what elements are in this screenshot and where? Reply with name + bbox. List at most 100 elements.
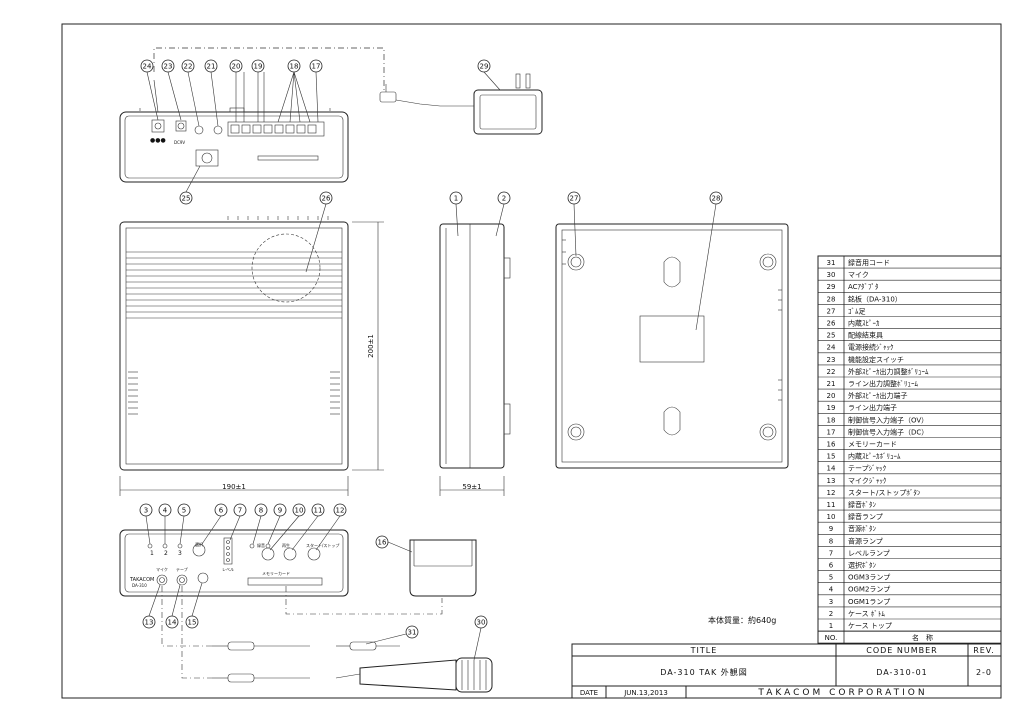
parts-row-no: 18 — [827, 416, 836, 424]
parts-row-no: 16 — [827, 441, 836, 449]
tape-jack-label: テープ — [176, 566, 188, 572]
mic-jack-label: マイク — [156, 566, 168, 572]
rear-view: ●●● DC9V — [119, 107, 349, 183]
svg-text:9: 9 — [278, 507, 282, 515]
parts-row-name: 外部ｽﾋﾟｰｶ出力調整ﾎﾞﾘｭｰﾑ — [848, 367, 929, 376]
parts-row-no: 30 — [827, 271, 836, 279]
code-label: CODE NUMBER — [866, 646, 937, 655]
parts-row-no: 11 — [827, 501, 836, 509]
svg-text:21: 21 — [207, 63, 216, 71]
parts-row-name: ライン出力端子 — [848, 403, 897, 412]
led1-label: 1 — [150, 550, 154, 557]
dim-depth: 59±1 — [462, 483, 481, 491]
parts-row-no: 23 — [827, 356, 836, 364]
svg-text:26: 26 — [322, 195, 331, 203]
svg-text:14: 14 — [168, 619, 177, 627]
parts-row-no: 19 — [827, 404, 836, 412]
svg-text:8: 8 — [259, 507, 263, 515]
parts-row-name: スタート/ストップﾎﾞﾀﾝ — [848, 488, 921, 497]
weight-note: 本体質量：約640g — [708, 615, 776, 625]
svg-text:30: 30 — [477, 619, 486, 627]
ac-adapter — [379, 73, 543, 135]
svg-text:28: 28 — [712, 195, 721, 203]
rec-label: 録音 — [257, 542, 265, 548]
parts-row-name: OGM2ランプ — [848, 586, 890, 594]
parts-row-name: 録音ランプ — [848, 512, 883, 521]
svg-text:11: 11 — [314, 507, 323, 515]
parts-row-no: 3 — [829, 598, 833, 606]
bottom-view — [555, 223, 789, 469]
parts-row-name: 録音用コード — [848, 258, 890, 267]
parts-row-name: レベルランプ — [848, 549, 890, 557]
parts-row-name: 機能設定スイッチ — [848, 355, 904, 364]
callouts: 24 23 22 21 20 19 18 17 29 25 26 1 2 27 … — [139, 59, 723, 661]
parts-row-no: 10 — [827, 513, 836, 521]
recording-cable — [161, 586, 400, 683]
brand-label: TAKACOM — [129, 577, 154, 583]
memory-card — [285, 539, 477, 615]
svg-text:2: 2 — [502, 195, 506, 203]
parts-row-no: 27 — [827, 307, 836, 315]
led3-label: 3 — [178, 550, 182, 557]
parts-row-name: 録音ﾎﾞﾀﾝ — [848, 500, 876, 509]
memory-card-label: メモリーカード — [262, 571, 290, 576]
svg-text:15: 15 — [188, 619, 197, 627]
parts-row-no: 5 — [829, 574, 833, 582]
parts-row-no: 26 — [827, 320, 836, 328]
led2-label: 2 — [164, 550, 168, 557]
parts-row-no: 14 — [827, 465, 836, 473]
rev-label: REV. — [973, 646, 995, 655]
model-label: DA-310 — [132, 583, 147, 588]
parts-header-no: NO. — [825, 634, 838, 642]
svg-text:20: 20 — [232, 63, 241, 71]
select-label: 選択 — [195, 541, 203, 547]
side-view — [439, 223, 511, 496]
parts-row-name: ケース トップ — [848, 622, 892, 630]
svg-text:6: 6 — [219, 507, 224, 515]
parts-row-name: 音源ランプ — [848, 536, 883, 545]
parts-row-name: 内蔵ｽﾋﾟｰｶﾎﾞﾘｭｰﾑ — [848, 452, 901, 461]
parts-header-name: 名 称 — [912, 633, 933, 642]
svg-text:13: 13 — [145, 619, 154, 627]
parts-row-name: 内蔵ｽﾋﾟｰｶ — [848, 319, 880, 328]
svg-text:31: 31 — [408, 629, 417, 637]
parts-row-name: テープｼﾞｬｯｸ — [848, 465, 887, 473]
parts-row-name: 音源ﾎﾞﾀﾝ — [848, 524, 876, 533]
svg-text:18: 18 — [290, 63, 299, 71]
svg-text:19: 19 — [254, 63, 263, 71]
top-view — [119, 216, 384, 496]
rev-value: 2-0 — [976, 668, 992, 677]
svg-text:3: 3 — [144, 507, 148, 515]
parts-row-name: マイクｼﾞｬｯｸ — [848, 477, 887, 485]
parts-row-name: 外部ｽﾋﾟｰｶ出力端子 — [848, 391, 908, 400]
parts-row-no: 24 — [827, 344, 836, 352]
parts-row-no: 4 — [829, 586, 834, 594]
parts-row-no: 15 — [827, 453, 836, 461]
svg-text:27: 27 — [570, 195, 579, 203]
parts-row-name: ACｱﾀﾞﾌﾟﾀ — [848, 283, 879, 291]
play-label: 再生 — [282, 542, 290, 548]
svg-text:16: 16 — [378, 539, 387, 547]
parts-row-no: 22 — [827, 368, 836, 376]
svg-text:29: 29 — [480, 63, 489, 71]
svg-text:17: 17 — [312, 63, 321, 71]
dim-height: 200±1 — [367, 334, 375, 358]
parts-row-no: 7 — [829, 549, 833, 557]
svg-text:25: 25 — [182, 195, 191, 203]
parts-row-name: 制御信号入力端子（DC） — [848, 427, 928, 436]
parts-row-no: 25 — [827, 332, 836, 340]
startstop-label: スタート/ストップ — [306, 542, 339, 548]
svg-text:10: 10 — [295, 507, 304, 515]
svg-text:●●●: ●●● — [150, 137, 166, 144]
title-label: TITLE — [690, 646, 718, 655]
parts-row-no: 28 — [827, 295, 836, 303]
svg-text:23: 23 — [164, 63, 173, 71]
parts-row-name: 選択ﾎﾞﾀﾝ — [848, 561, 876, 570]
parts-row-name: マイク — [848, 271, 869, 279]
parts-row-no: 2 — [829, 610, 833, 618]
microphone — [335, 657, 493, 693]
parts-row-no: 20 — [827, 392, 836, 400]
